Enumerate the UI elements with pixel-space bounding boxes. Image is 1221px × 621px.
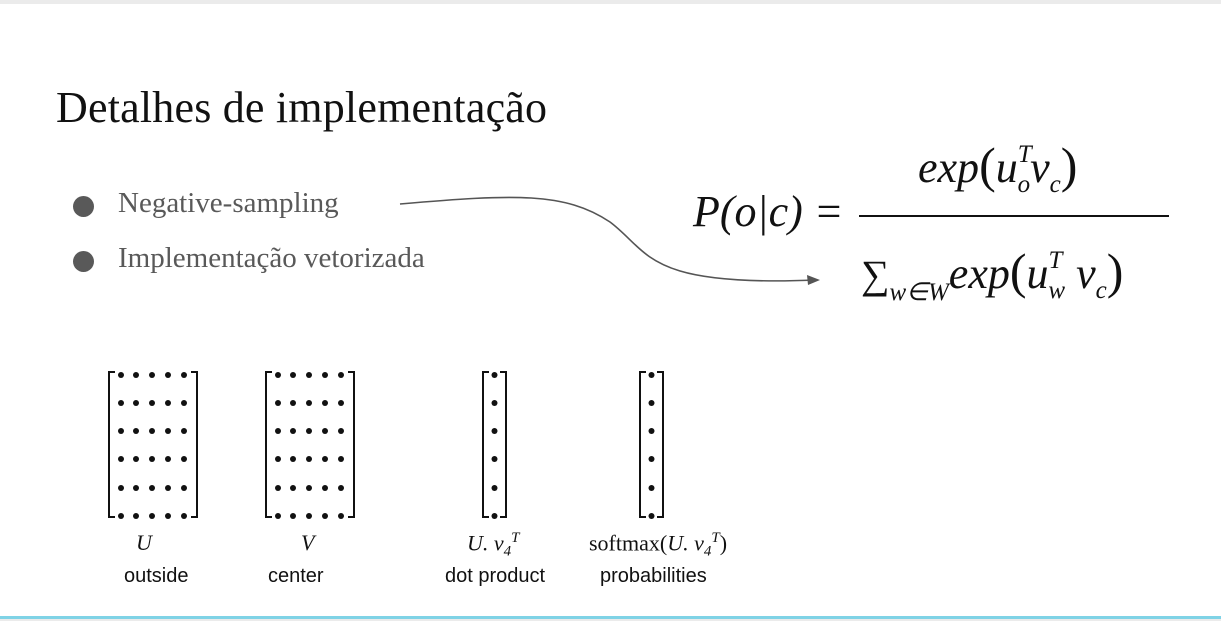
fraction-bar: [859, 215, 1169, 217]
matrix-entry-dot: [648, 372, 655, 378]
matrix-entry-dot: [165, 456, 171, 462]
matrix-entry-dot: [165, 428, 171, 434]
matrix-entry-dot: [306, 400, 312, 406]
matrix-entry-dot: [133, 428, 139, 434]
matrix-entry-dot: [181, 485, 187, 491]
matrix-entry-dot: [118, 400, 124, 406]
slide: Detalhes de implementação Negative-sampl…: [0, 4, 1221, 616]
formula-numerator: exp(uTovc): [918, 137, 1078, 198]
matrix-entry-dot: [165, 400, 171, 406]
matrix-entry-dot: [338, 485, 344, 491]
matrix-entry-dot: [165, 372, 171, 378]
matrix-entry-dot: [290, 513, 296, 519]
bullet-text: Implementação vetorizada: [118, 242, 425, 274]
matrix-entry-dot: [275, 372, 281, 378]
matrix-entry-dot: [181, 372, 187, 378]
matrix-entry-dot: [306, 513, 312, 519]
dot-product-symbol: U. v4T: [467, 530, 520, 560]
vector-probabilities: [639, 371, 664, 519]
formula-lhs: P(o|c) =: [693, 187, 844, 236]
matrix-entry-dot: [338, 456, 344, 462]
matrix-entry-dot: [648, 456, 655, 462]
matrix-entry-dot: [181, 428, 187, 434]
matrix-entry-dot: [149, 513, 155, 519]
formula-denominator: ∑w∈Wexp(uTw vc): [861, 243, 1124, 306]
matrix-entry-dot: [165, 513, 171, 519]
matrix-entry-dot: [133, 372, 139, 378]
vector-dot-product: [482, 371, 507, 519]
matrix-entry-dot: [306, 372, 312, 378]
curved-arrow-icon: [399, 196, 820, 285]
bullet-dot-icon: [73, 196, 94, 217]
matrix-v-symbol: V: [301, 530, 315, 555]
matrix-v-label: center: [268, 565, 324, 587]
matrix-entry-dot: [181, 456, 187, 462]
probabilities-label: probabilities: [600, 565, 707, 587]
matrix-entry-dot: [118, 485, 124, 491]
matrix-entry-dot: [491, 485, 498, 491]
matrix-entry-dot: [491, 513, 498, 519]
matrix-entry-dot: [491, 428, 498, 434]
matrix-v: [265, 371, 355, 519]
matrix-entry-dot: [290, 372, 296, 378]
matrix-entry-dot: [181, 400, 187, 406]
matrix-u: [108, 371, 198, 519]
matrix-entry-dot: [290, 485, 296, 491]
matrix-entry-dot: [290, 428, 296, 434]
matrix-entry-dot: [306, 428, 312, 434]
matrix-entry-dot: [149, 372, 155, 378]
matrix-entry-dot: [133, 485, 139, 491]
matrix-entry-dot: [306, 456, 312, 462]
matrix-u-label: outside: [124, 565, 189, 587]
matrix-entry-dot: [290, 456, 296, 462]
matrix-entry-dot: [338, 513, 344, 519]
matrix-entry-dot: [118, 513, 124, 519]
bullet-text: Negative-sampling: [118, 187, 339, 219]
matrix-entry-dot: [133, 400, 139, 406]
softmax-formula: P(o|c) = exp(uTovc) ∑w∈Wexp(uTw vc): [693, 134, 1183, 314]
matrix-entry-dot: [165, 485, 171, 491]
matrix-entry-dot: [491, 372, 498, 378]
dot-product-label: dot product: [445, 565, 546, 587]
matrix-entry-dot: [275, 456, 281, 462]
matrix-entry-dot: [181, 513, 187, 519]
matrix-entry-dot: [149, 485, 155, 491]
matrix-entry-dot: [338, 372, 344, 378]
matrix-entry-dot: [338, 400, 344, 406]
matrix-entry-dot: [322, 372, 328, 378]
slide-title: Detalhes de implementação: [56, 83, 548, 132]
matrix-entry-dot: [149, 400, 155, 406]
matrix-entry-dot: [275, 485, 281, 491]
matrix-u-symbol: U: [136, 530, 152, 555]
matrix-entry-dot: [149, 456, 155, 462]
matrix-entry-dot: [275, 428, 281, 434]
matrix-entry-dot: [133, 456, 139, 462]
matrix-entry-dot: [491, 400, 498, 406]
matrix-entry-dot: [338, 428, 344, 434]
matrix-entry-dot: [648, 428, 655, 434]
matrix-entry-dot: [322, 428, 328, 434]
matrix-entry-dot: [322, 485, 328, 491]
matrix-entry-dot: [133, 513, 139, 519]
matrix-entry-dot: [290, 400, 296, 406]
matrix-entry-dot: [275, 513, 281, 519]
matrix-entry-dot: [322, 513, 328, 519]
probabilities-symbol: softmax(U. v4T): [589, 530, 728, 560]
matrix-entry-dot: [118, 456, 124, 462]
matrix-entry-dot: [322, 456, 328, 462]
matrix-entry-dot: [306, 485, 312, 491]
matrix-entry-dot: [118, 372, 124, 378]
matrix-entry-dot: [648, 513, 655, 519]
matrix-entry-dot: [322, 400, 328, 406]
bottom-accent-line: [0, 616, 1221, 619]
matrix-diagram: [108, 371, 664, 519]
matrix-entry-dot: [648, 485, 655, 491]
bullet-dot-icon: [73, 251, 94, 272]
matrix-entry-dot: [149, 428, 155, 434]
matrix-entry-dot: [118, 428, 124, 434]
matrix-entry-dot: [275, 400, 281, 406]
matrix-entry-dot: [648, 400, 655, 406]
matrix-entry-dot: [491, 456, 498, 462]
